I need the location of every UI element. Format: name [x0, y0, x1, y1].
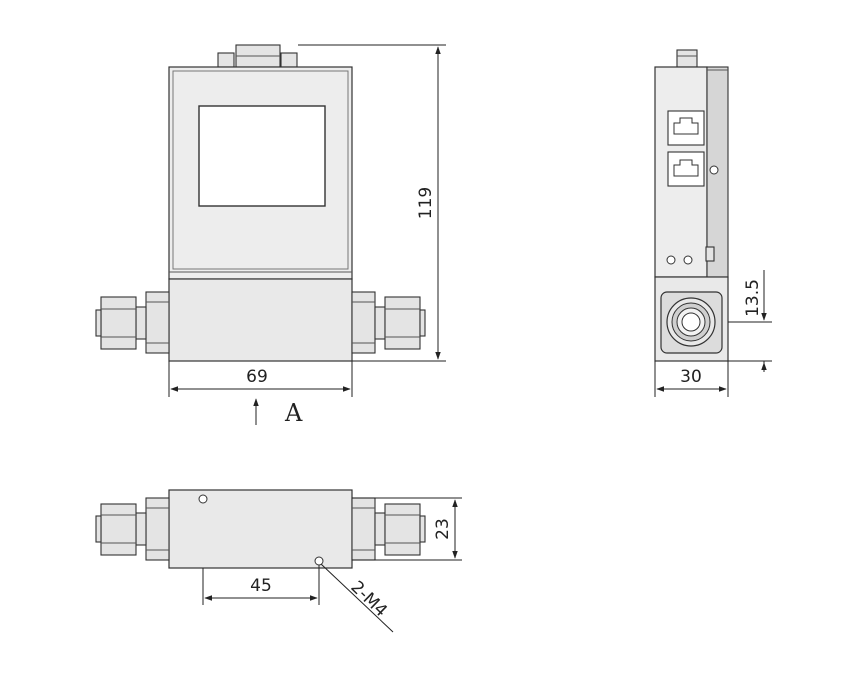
dim-label-45: 45	[250, 576, 272, 596]
front-view: 119 69 A	[95, 44, 446, 427]
dim-13-5: 13.5	[728, 270, 772, 372]
sensor-body	[168, 278, 353, 362]
dim-width-69: 69	[168, 361, 353, 397]
side-top-tab	[676, 49, 698, 68]
display-screen	[198, 105, 326, 207]
dim-45: 45	[202, 565, 320, 605]
bottom-view: 23 45 2-M4	[95, 489, 462, 633]
dim-label-23: 23	[433, 518, 453, 540]
dim-label-30: 30	[680, 367, 702, 387]
top-connector	[217, 44, 298, 68]
indicator-led	[709, 165, 719, 175]
bottom-left-fitting	[95, 497, 170, 561]
right-fitting	[351, 291, 426, 354]
rj-port-1	[667, 110, 705, 146]
side-hole-1	[666, 255, 676, 265]
bottom-body	[168, 489, 353, 569]
view-label-a: A	[284, 399, 303, 427]
leader-2-m4: 2-M4	[320, 563, 394, 633]
side-hole-2	[683, 255, 693, 265]
dim-label-69: 69	[246, 367, 268, 387]
left-fitting	[95, 291, 170, 354]
dim-height-119: 119	[298, 44, 446, 362]
rj-port-2	[667, 151, 705, 187]
view-arrow: A	[253, 398, 303, 427]
mount-hole-1	[198, 494, 208, 504]
dim-label-119: 119	[416, 187, 436, 219]
dim-23: 23	[352, 497, 462, 561]
bottom-right-fitting	[351, 497, 426, 561]
inlet-nut	[660, 291, 723, 354]
label-2-m4: 2-M4	[347, 577, 391, 621]
dim-label-13-5: 13.5	[743, 279, 763, 317]
dim-30: 30	[654, 361, 729, 397]
mount-hole-2	[314, 556, 324, 566]
side-view: 13.5 30	[654, 49, 772, 397]
